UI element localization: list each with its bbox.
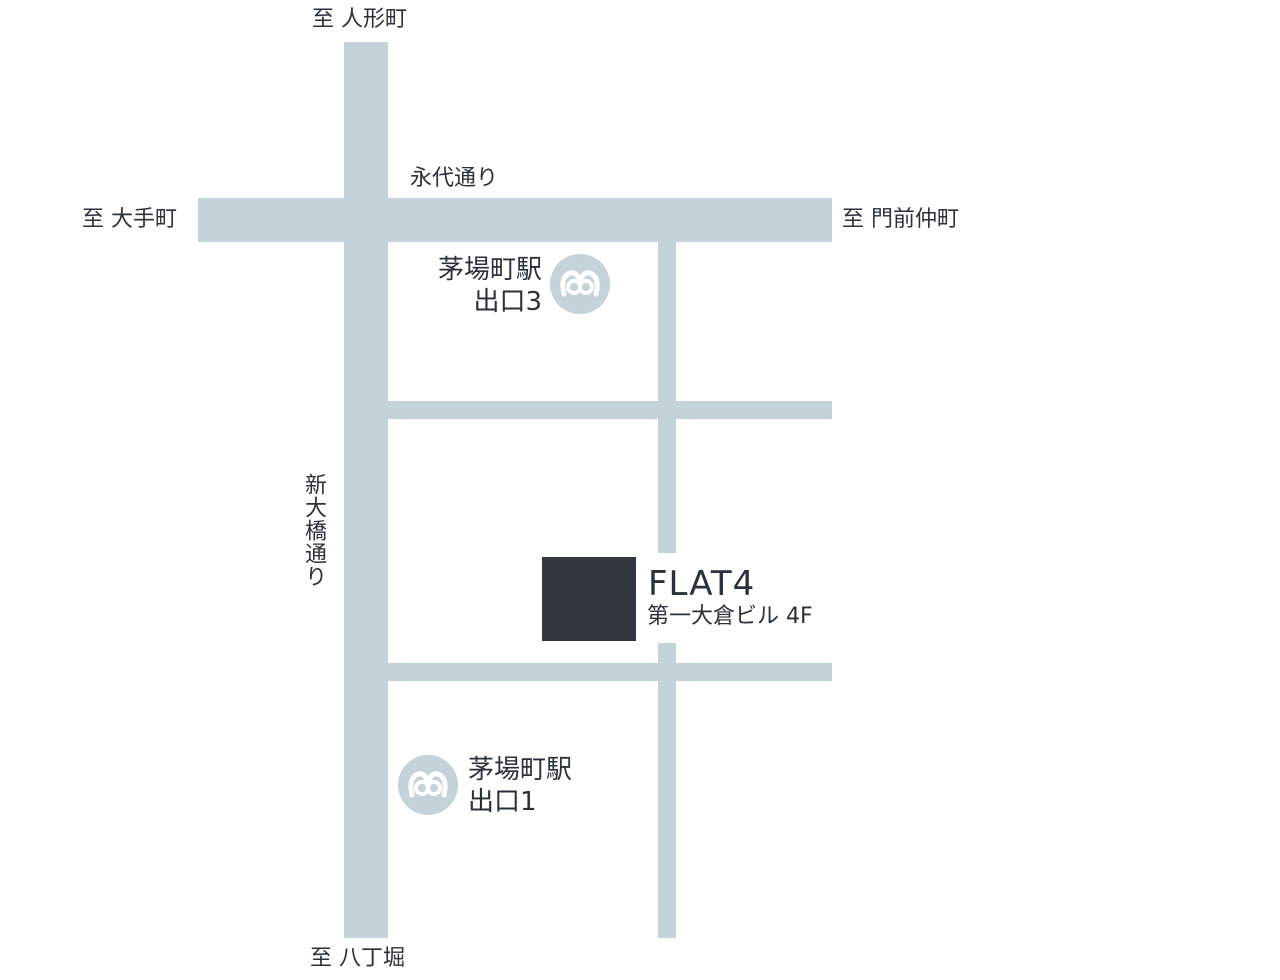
label-backdrop: [654, 553, 680, 643]
direction-east-label: 至 門前仲町: [842, 207, 959, 232]
direction-north-label: 至 人形町: [312, 7, 407, 32]
street-label-shin-ohashi-dori: 新大橋通り: [301, 473, 326, 588]
tokyo-metro-icon: [550, 254, 610, 314]
destination-building-marker: [542, 557, 636, 641]
station-exit-1-label: 茅場町駅 出口1: [468, 754, 572, 818]
road-side-horizontal-north: [388, 401, 832, 419]
station-name: 茅場町駅: [468, 755, 573, 785]
tokyo-metro-icon: [398, 755, 458, 815]
destination-name: FLAT4: [648, 564, 756, 604]
destination-address: 第一大倉ビル 4F: [647, 604, 813, 629]
road-shin-ohashi-dori: [344, 42, 388, 938]
station-exit-3-label: 茅場町駅 出口3: [420, 254, 542, 318]
direction-south-label: 至 八丁堀: [310, 946, 405, 971]
station-exit: 出口1: [468, 787, 537, 817]
station-exit: 出口3: [473, 287, 542, 317]
road-eitai-dori: [198, 198, 832, 242]
road-side-horizontal-south: [388, 663, 832, 681]
street-label-eitai-dori: 永代通り: [410, 166, 499, 191]
station-name: 茅場町駅: [437, 255, 542, 285]
direction-west-label: 至 大手町: [82, 207, 177, 232]
